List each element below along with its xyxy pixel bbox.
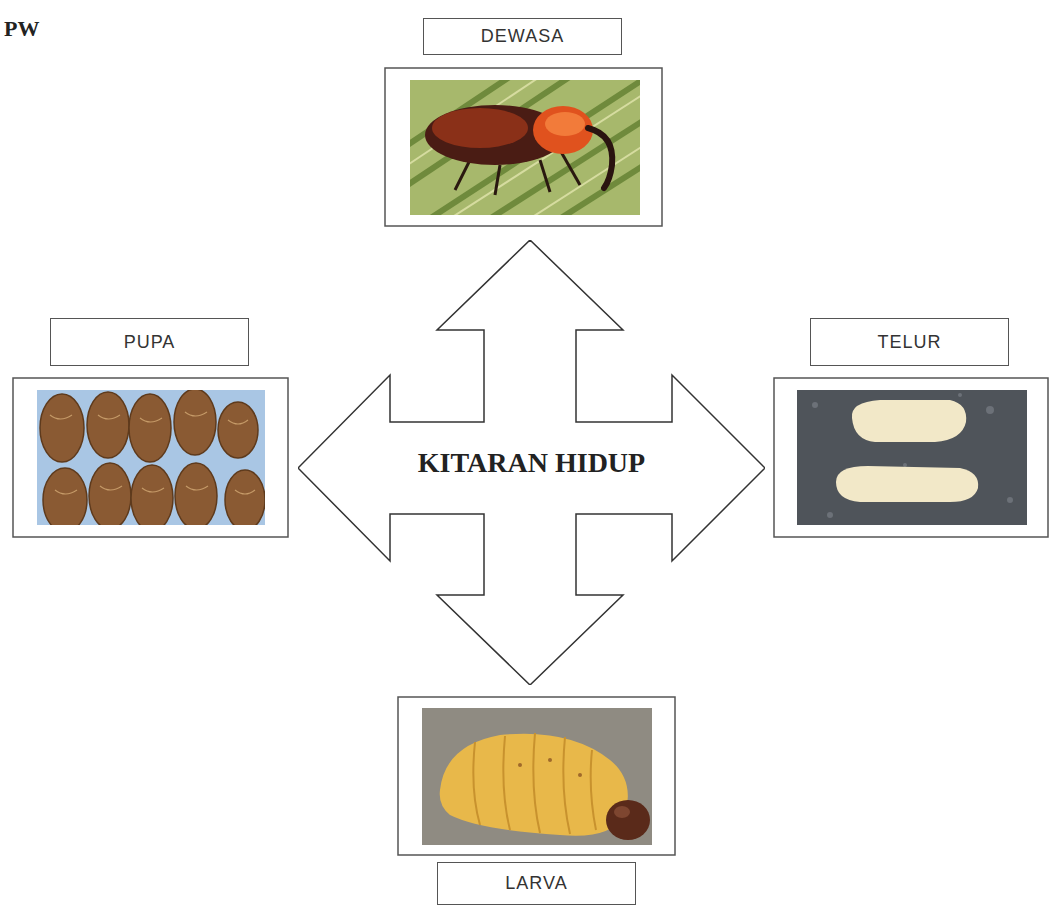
corner-label: PW	[4, 16, 39, 42]
stage-name: PUPA	[124, 332, 176, 353]
adult-weevil-photo	[410, 80, 640, 215]
stage-label-box: PUPA	[50, 318, 249, 366]
photo-frame	[774, 378, 1048, 537]
pupa-photo	[37, 390, 265, 525]
photo-frame	[398, 697, 675, 855]
stage-name: TELUR	[877, 332, 941, 353]
stage-label-box: DEWASA	[423, 18, 622, 55]
stage-name: KITARAN HIDUP	[418, 447, 645, 479]
arrow-outline	[298, 240, 765, 685]
stage-label-box: LARVA	[437, 862, 636, 905]
egg-photo	[797, 390, 1027, 525]
stage-name: DEWASA	[481, 26, 564, 47]
stage-name: LARVA	[505, 873, 567, 894]
photo-frame	[13, 378, 288, 537]
stage-label-box: TELUR	[810, 318, 1009, 366]
cycle-arrow: KITARAN HIDUP	[298, 240, 765, 685]
larva-photo	[422, 708, 652, 845]
photo-frame	[385, 68, 662, 226]
